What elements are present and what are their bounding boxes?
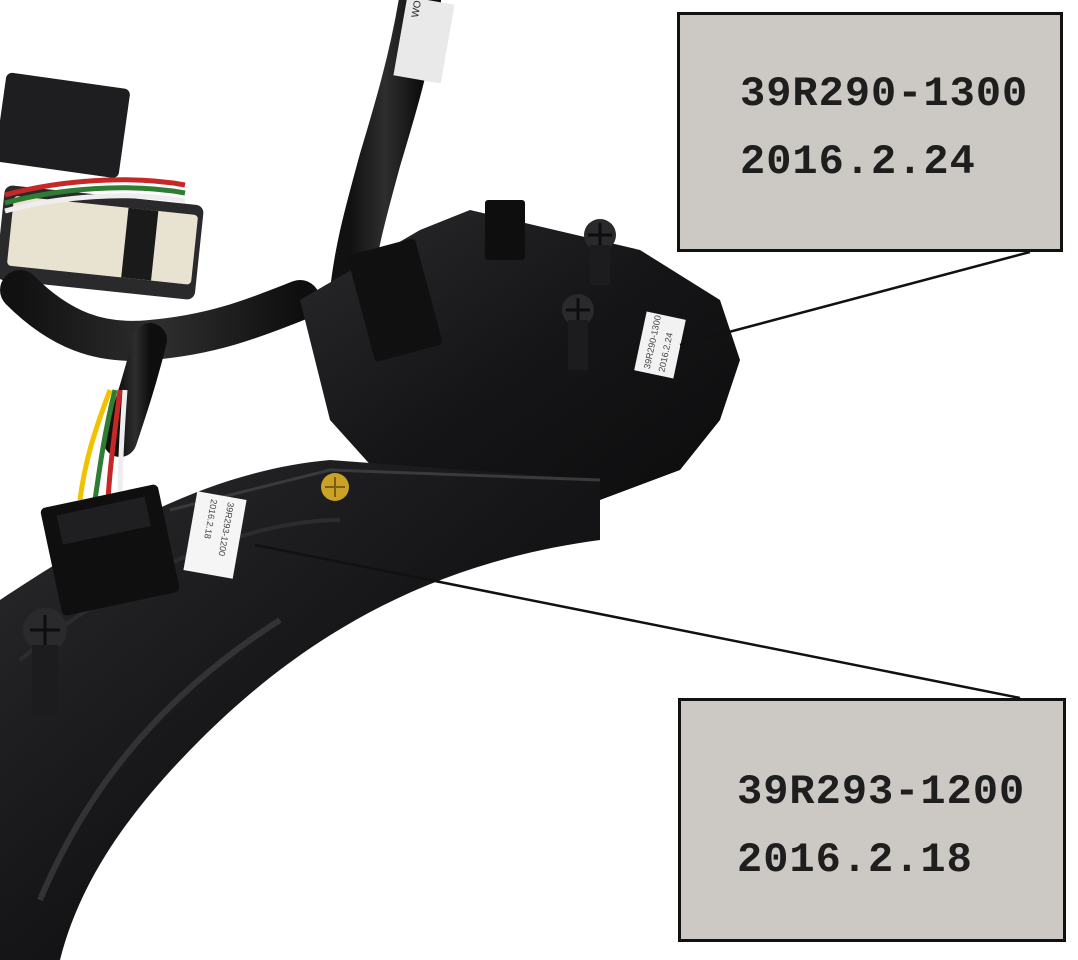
lower-connector-wires	[77, 389, 128, 501]
callout-line-top	[679, 250, 1031, 347]
lower-connector	[40, 484, 180, 616]
zoom-label-top-date: 2016.2.24	[740, 138, 976, 186]
small-label-upper: 39R290-1300 2016.2.24	[634, 311, 686, 379]
callout-line-bottom	[254, 543, 1021, 700]
zoom-label-bottom-date: 2016.2.18	[737, 836, 973, 884]
zoom-label-bottom: 39R293-1200 2016.2.18	[678, 698, 1066, 942]
zoom-label-bottom-part-number: 39R293-1200	[737, 768, 1026, 816]
zoom-label-top-part-number: 39R290-1300	[740, 70, 1029, 118]
screws	[23, 219, 616, 715]
cream-connector-top-left	[0, 72, 204, 300]
zoom-label-top: 39R290-1300 2016.2.24	[677, 12, 1063, 252]
upper-connector	[347, 200, 525, 362]
small-label-lower: 39R293-1200 2016.2.18	[183, 491, 247, 579]
